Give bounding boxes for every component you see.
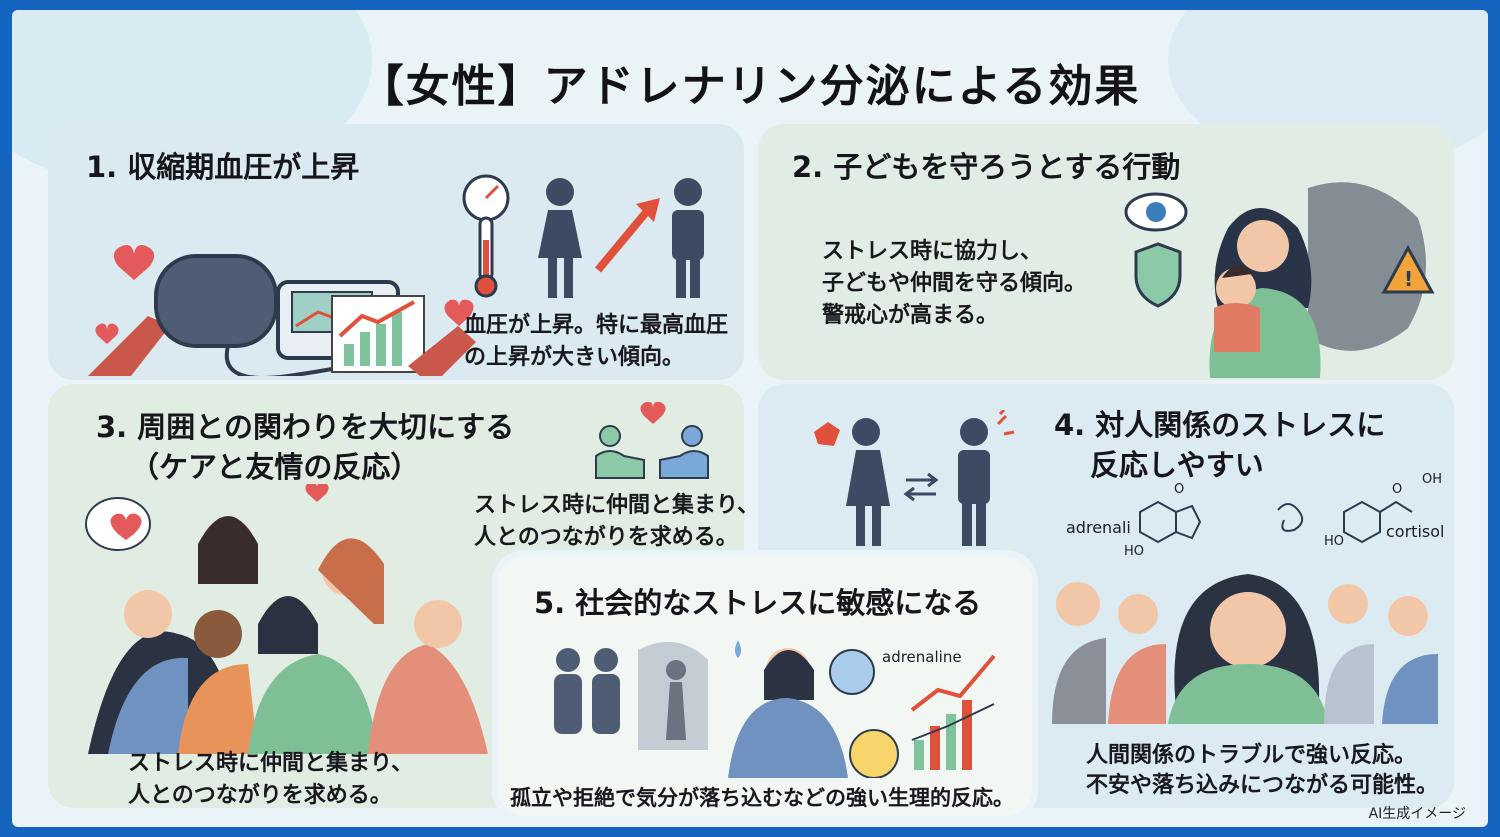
panel-blood-pressure: 1. 収縮期血圧が上昇 <box>48 124 744 380</box>
panel-heading: 5. 社会的なストレスに敏感になる <box>534 586 982 620</box>
mother-child-icon: ! <box>1124 182 1435 378</box>
panel-text-line: 孤立や拒絶で気分が落ち込むなどの強い生理的反応。 <box>510 786 1014 810</box>
panel-heading: 2. 子どもを守ろうとする行動 <box>792 150 1181 184</box>
panel-tend-and-befriend: 3. 周囲との関わりを大切にする （ケアと友情の反応） ストレス時に仲間と集ま <box>48 384 759 808</box>
panel-text-line: ストレス時に仲間と集まり、 <box>128 751 414 776</box>
panel-heading: 1. 収縮期血圧が上昇 <box>86 150 360 184</box>
page-title: 【女性】アドレナリン分泌による効果 <box>359 61 1141 112</box>
cortisol-label: cortisol <box>1386 522 1445 541</box>
o-label: O <box>1174 482 1185 497</box>
isolated-woman-icon <box>554 640 996 778</box>
panel-text-line: の上昇が大きい傾向。 <box>464 345 685 370</box>
panel-text-line: ストレス時に仲間と集まり、 <box>474 493 760 518</box>
ho-label: HO <box>1124 544 1145 559</box>
panel-text-line: 人とのつながりを求める。 <box>128 783 392 808</box>
blood-pressure-monitor-icon <box>88 245 476 376</box>
o-label: O <box>1392 482 1403 497</box>
ai-generated-badge: AI生成イメージ <box>1368 806 1466 822</box>
panel-text-line: 人とのつながりを求める。 <box>474 525 738 550</box>
panel-heading: 4. 対人関係のストレスに <box>1054 408 1386 442</box>
panel-text-line: 不安や落ち込みにつながる可能性。 <box>1086 773 1439 798</box>
infographic: 【女性】アドレナリン分泌による効果 1. 収縮期血圧が上昇 <box>12 10 1488 827</box>
panel-text-line: 警戒心が高まる。 <box>822 303 999 328</box>
group-of-women-icon <box>85 484 488 754</box>
panel-heading: 3. 周囲との関わりを大切にする <box>96 410 515 444</box>
panel-heading: （ケアと友情の反応） <box>130 450 420 484</box>
stressed-pair-icon <box>814 410 1015 546</box>
adrenaline-label: adrenali <box>1066 518 1131 537</box>
thermometer-gender-icon <box>462 174 704 298</box>
ho-label: HO <box>1324 534 1345 549</box>
oh-label: OH <box>1422 472 1443 487</box>
panel-text-line: ストレス時に協力し、 <box>822 239 1043 264</box>
distressed-woman-icon <box>1052 574 1438 724</box>
panel-text-line: 子どもや仲間を守る傾向。 <box>822 271 1087 296</box>
panel-protect-children: 2. 子どもを守ろうとする行動 ストレス時に協力し、 子どもや仲間を守る傾向。 … <box>758 124 1454 380</box>
panel-social-stress: 5. 社会的なストレスに敏感になる adrenaline 孤立や拒絶で気分が落ち… <box>498 556 1032 816</box>
connecting-people-icon <box>595 402 709 479</box>
panel-heading: 反応しやすい <box>1090 448 1264 482</box>
panel-text-line: 血圧が上昇。特に最高血圧 <box>464 313 729 338</box>
panel-text-line: 人間関係のトラブルで強い反応。 <box>1086 743 1417 768</box>
adrenaline-chart-label: adrenaline <box>882 648 962 666</box>
molecule-icon <box>1139 500 1413 544</box>
svg-text:!: ! <box>1404 267 1413 291</box>
